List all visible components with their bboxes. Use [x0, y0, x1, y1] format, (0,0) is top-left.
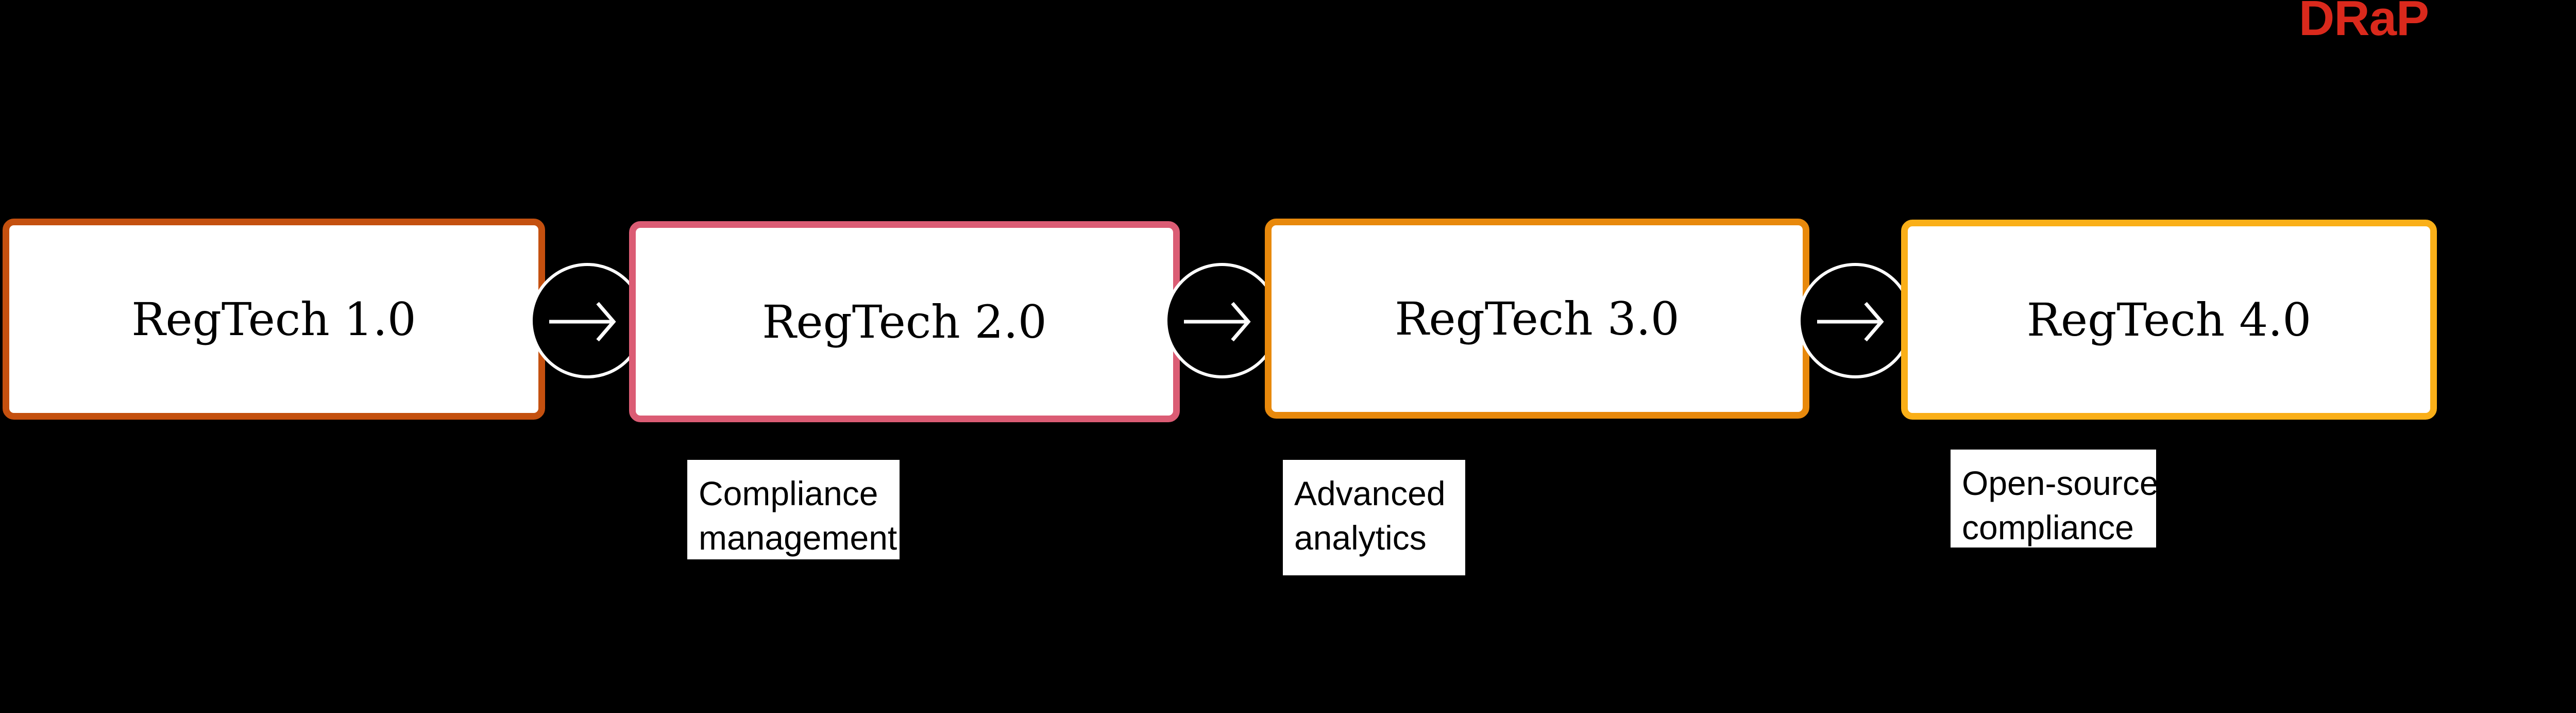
- stage-box-regtech-1: RegTech 1.0: [3, 219, 545, 420]
- sublabel-line: analytics: [1294, 519, 1427, 557]
- stage-box-regtech-3: RegTech 3.0: [1265, 219, 1809, 419]
- sublabel-line: management: [699, 519, 897, 557]
- sublabel-line: Compliance: [699, 474, 878, 512]
- stage-label-regtech-4: RegTech 4.0: [2026, 293, 2312, 346]
- stage-sublabel-advanced-analytics: Advanced analytics: [1283, 460, 1465, 575]
- sublabel-line: compliance: [1962, 508, 2134, 546]
- sublabel-line: Open-source: [1962, 464, 2159, 502]
- right-arrow-icon: [1184, 302, 1251, 342]
- arrow-connector-3: [1798, 263, 1913, 378]
- stage-box-regtech-4: RegTech 4.0: [1901, 220, 2437, 420]
- sublabel-line: Advanced: [1294, 474, 1446, 512]
- stage-label-regtech-1: RegTech 1.0: [131, 292, 416, 346]
- drap-logo: DRaP: [2299, 0, 2429, 46]
- stage-sublabel-open-source-compliance: Open-source compliance: [1951, 450, 2159, 548]
- arrow-connector-2: [1164, 263, 1280, 378]
- stage-label-regtech-2: RegTech 2.0: [762, 295, 1047, 349]
- right-arrow-icon: [549, 302, 616, 342]
- stage-label-regtech-3: RegTech 3.0: [1395, 292, 1680, 345]
- stage-box-regtech-2: RegTech 2.0: [629, 221, 1180, 422]
- arrow-connector-1: [530, 263, 645, 378]
- stage-sublabel-compliance-management: Compliance management: [687, 460, 900, 559]
- right-arrow-icon: [1817, 302, 1884, 342]
